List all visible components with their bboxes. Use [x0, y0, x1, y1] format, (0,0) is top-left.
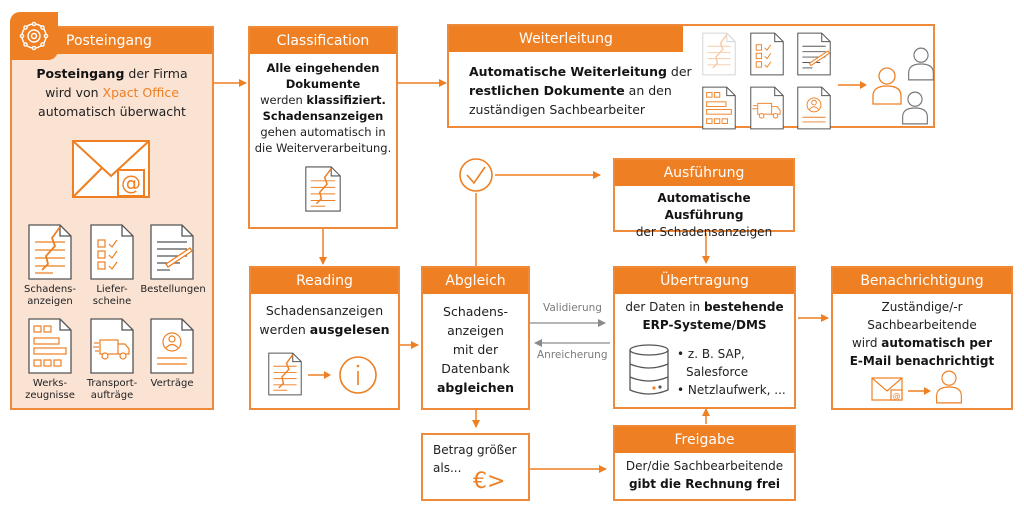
benachrichtigung-title: Benachrichtigung [833, 268, 1011, 294]
classification-title: Classification [250, 28, 396, 54]
doc-schadensanzeigen [28, 224, 72, 284]
uebertragung-title: Übertragung [615, 268, 794, 294]
ausfuehrung-title: Ausführung [615, 160, 793, 186]
svg-text:@: @ [121, 171, 141, 195]
label-werkszeugnisse: Werks-zeugnisse [25, 378, 75, 401]
uebertragung-text: der Daten in bestehende ERP-Systeme/DMS [625, 300, 784, 332]
freigabe-title: Freigabe [615, 427, 794, 453]
weiterleitung-box: Weiterleitung Automatische Weiterleitung… [447, 24, 935, 128]
doc-werkszeugnisse [28, 318, 72, 378]
reading-text: Schadensanzeigen werden ausgelesen [259, 303, 390, 337]
label-lieferscheine: Liefer-scheine [92, 284, 132, 307]
uebertragung-bullets: • z. B. SAP, Salesforce • Netzlaufwerk, … [677, 345, 786, 399]
ausfuehrung-box: Ausführung Automatische Ausführung der S… [613, 158, 795, 239]
validierung-label: Validierung [543, 302, 602, 314]
checklist-doc-icon [750, 32, 784, 80]
email-envelope-icon: @ [72, 140, 152, 204]
notify-arrow-icon [908, 387, 931, 395]
weiterleitung-title: Weiterleitung [449, 26, 683, 52]
label-bestellungen: Bestellungen [140, 284, 206, 295]
signature-doc-icon [797, 32, 831, 80]
reading-arrow-icon [308, 371, 331, 379]
bullet-salesforce: Salesforce [686, 365, 749, 379]
svg-text:@: @ [893, 392, 901, 401]
doc-bestellungen [150, 224, 194, 284]
form-doc-icon [702, 86, 736, 134]
anreicherung-label: Anreicherung [537, 349, 608, 361]
person-icon [936, 370, 962, 404]
faded-damage-doc-icon [702, 32, 736, 80]
label-schadensanzeigen: Schadens-anzeigen [24, 284, 76, 307]
gear-network-icon [10, 12, 58, 60]
reading-title: Reading [251, 268, 398, 294]
benachrichtigung-text: Zuständige/-r Sachbearbeitende wird auto… [849, 300, 995, 368]
weiterleitung-text: Automatische Weiterleitung der restliche… [469, 64, 692, 117]
euro-greater-icon: €> [473, 469, 506, 494]
doc-vertraege [150, 318, 194, 378]
abgleich-text: Schadens- anzeigen mit der Datenbank abg… [436, 304, 515, 395]
benachrichtigung-box: Benachrichtigung Zuständige/-r Sachbearb… [831, 266, 1013, 410]
freigabe-text: Der/die Sachbearbeitende gibt die Rechnu… [625, 459, 784, 491]
check-circle-icon [459, 158, 493, 192]
posteingang-text: Posteingang der Firma wird von Xpact Off… [36, 66, 188, 119]
posteingang-title: Posteingang [66, 33, 152, 49]
doc-transportauftraege [90, 318, 134, 378]
database-icon [629, 344, 669, 395]
doc-lieferscheine [90, 224, 134, 284]
person-gray-icon [908, 47, 934, 81]
betrag-box: Betrag größer als... €> [421, 433, 530, 501]
email-small-icon: @ [871, 377, 903, 401]
ausfuehrung-text: Automatische Ausführung der Schadensanze… [635, 191, 773, 239]
forward-arrow-icon [838, 81, 867, 89]
abgleich-title: Abgleich [423, 268, 528, 294]
bullet-netzlaufwerk: • Netzlaufwerk, ... [677, 383, 786, 397]
label-transportauftraege: Transport-aufträge [86, 378, 138, 401]
contract-doc-icon [797, 86, 831, 134]
info-icon [339, 356, 377, 394]
person-gray-icon-2 [902, 91, 928, 125]
damage-report-doc-icon [268, 352, 302, 400]
betrag-text: Betrag größer als... [433, 443, 517, 475]
abgleich-box: Abgleich Schadens- anzeigen mit der Date… [421, 266, 530, 410]
damage-report-doc-icon [305, 166, 341, 216]
bullet-sap: • z. B. SAP, [677, 347, 745, 361]
person-orange-icon [872, 67, 902, 105]
label-vertraege: Verträge [150, 378, 194, 389]
classification-text: Alle eingehenden Dokumente werden klassi… [254, 61, 392, 155]
truck-doc-icon [750, 86, 784, 134]
freigabe-box: Freigabe Der/die Sachbearbeitende gibt d… [613, 425, 796, 501]
